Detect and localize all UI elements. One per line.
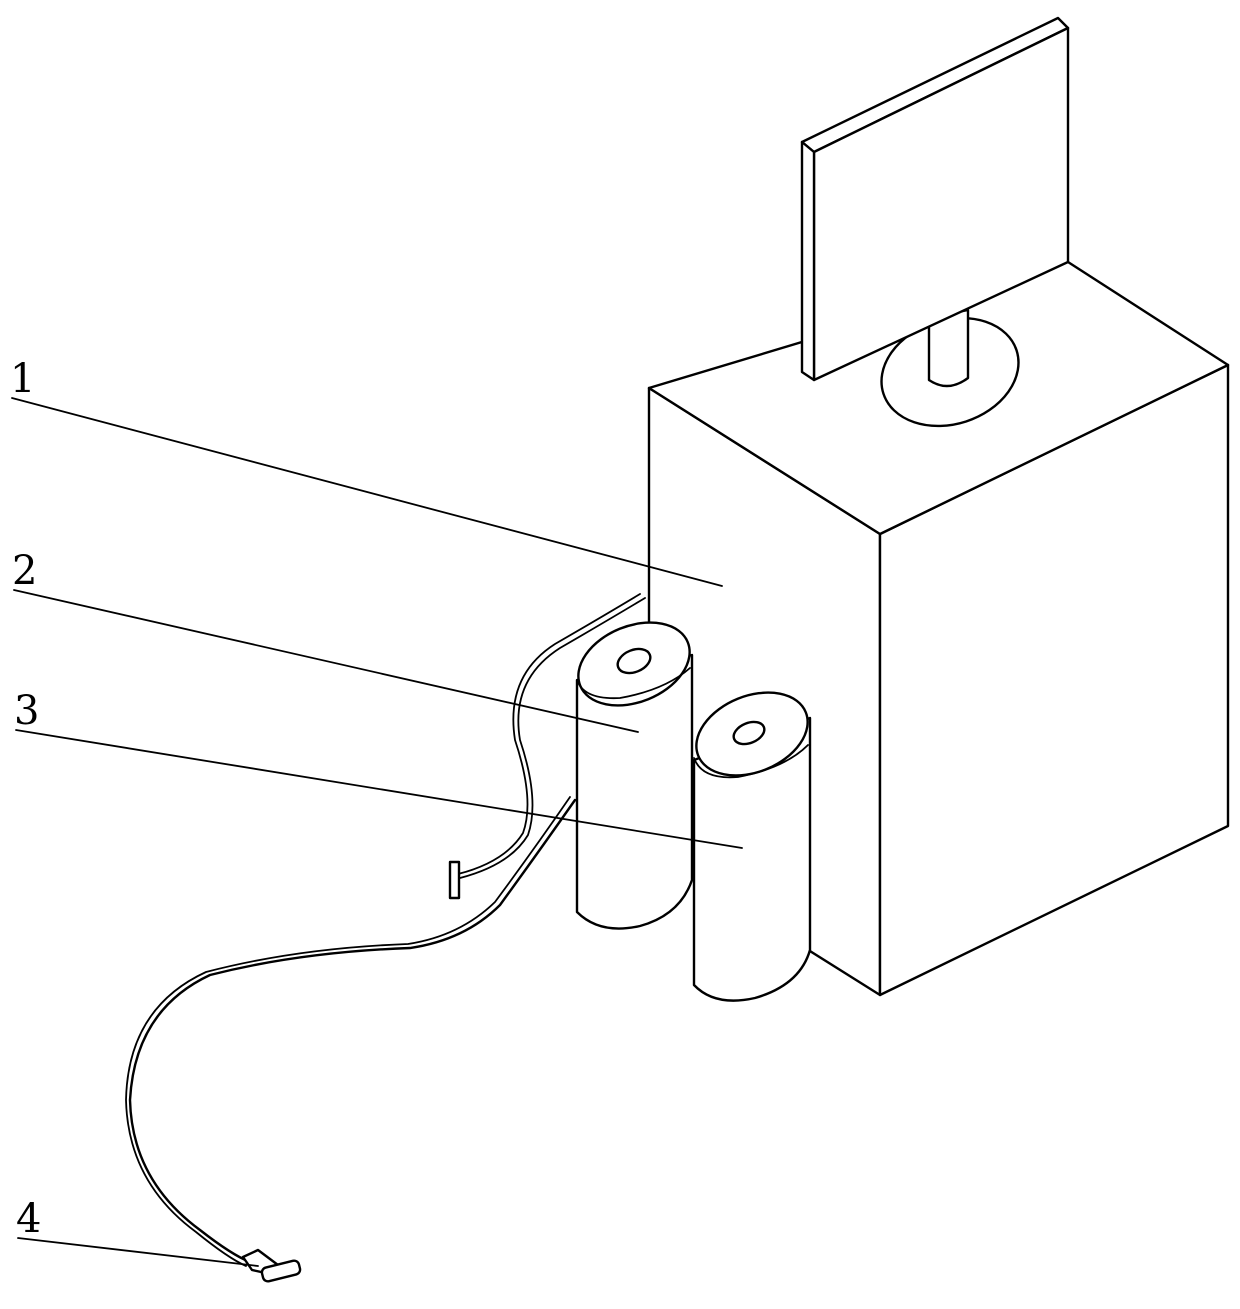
label-2: 2 bbox=[12, 548, 37, 594]
probe-cable bbox=[126, 797, 575, 1266]
label-1: 1 bbox=[10, 356, 35, 402]
label-3: 3 bbox=[14, 688, 39, 734]
leader-1 bbox=[12, 398, 722, 586]
probe bbox=[243, 1250, 301, 1282]
small-plug bbox=[450, 862, 459, 898]
cylinder-3 bbox=[684, 677, 820, 1001]
label-4: 4 bbox=[16, 1196, 41, 1242]
reference-labels: 1 2 3 4 bbox=[10, 356, 41, 1242]
cylinder-2 bbox=[566, 607, 702, 928]
